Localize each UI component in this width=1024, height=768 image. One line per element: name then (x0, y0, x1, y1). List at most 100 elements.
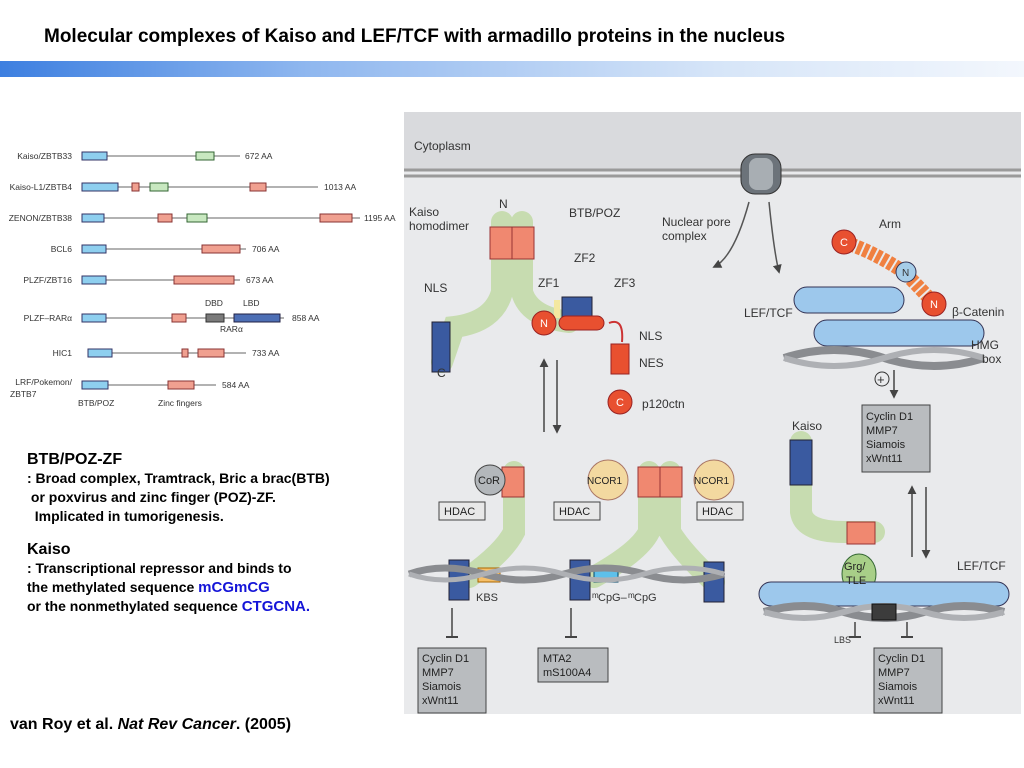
svg-text:C: C (616, 397, 624, 409)
svg-text:m: m (592, 591, 599, 600)
svg-text:N: N (902, 268, 909, 279)
domain-row-zenon: ZENON/ZBTB38 1195 AA (9, 213, 396, 223)
svg-text:Siamois: Siamois (866, 439, 906, 451)
svg-text:N: N (540, 318, 548, 330)
cytoplasm-region (404, 112, 1021, 170)
svg-text:C: C (840, 237, 848, 249)
citation: van Roy et al. Nat Rev Cancer. (2005) (10, 716, 292, 733)
svg-text:733 AA: 733 AA (252, 348, 280, 358)
svg-text:LRF/Pokemon/: LRF/Pokemon/ (15, 377, 72, 387)
svg-text:Siamois: Siamois (422, 681, 462, 693)
domain-row-plzf: PLZF/ZBT16 673 AA (23, 275, 273, 285)
svg-text:box: box (982, 352, 1001, 366)
svg-text:Kaiso-L1/ZBTB4: Kaiso-L1/ZBTB4 (10, 182, 73, 192)
beta-catenin-complex: C N N (782, 229, 986, 370)
svg-text:ZBTB7: ZBTB7 (10, 389, 37, 399)
kaiso-line-1: : Transcriptional repressor and binds to (27, 560, 292, 576)
svg-text:MTA2: MTA2 (543, 653, 572, 665)
svg-text:mS100A4: mS100A4 (543, 667, 591, 679)
svg-text:NLS: NLS (424, 281, 447, 295)
protein-length: 672 AA (245, 151, 273, 161)
svg-text:ZENON/ZBTB38: ZENON/ZBTB38 (9, 213, 73, 223)
svg-text:CpG: CpG (634, 592, 657, 604)
svg-text:NCOR1: NCOR1 (587, 476, 622, 487)
svg-text:PLZF–RARα: PLZF–RARα (24, 313, 72, 323)
svg-text:ZF3: ZF3 (614, 276, 636, 290)
svg-text:MMP7: MMP7 (878, 667, 910, 679)
nonmethylated-sequence: CTGCNA. (241, 598, 311, 615)
mta-box: MTA2 mS100A4 (537, 647, 609, 683)
svg-text:CpG–: CpG– (598, 592, 628, 604)
kaiso-lef-tcf-complex (758, 431, 1010, 622)
svg-text:1013 AA: 1013 AA (324, 182, 356, 192)
nuclear-pore (740, 153, 782, 195)
domain-row-lrf: LRF/Pokemon/ ZBTB7 584 AA BTB/POZ Zinc f… (10, 377, 250, 408)
svg-text:HDAC: HDAC (702, 506, 733, 518)
protein-domain-panel: Kaiso/ZBTB33 672 AA Kaiso-L1/ZBTB4 1013 … (9, 151, 396, 408)
svg-text:673 AA: 673 AA (246, 275, 274, 285)
svg-text:homodimer: homodimer (409, 219, 469, 233)
domain-row-bcl6: BCL6 706 AA (51, 244, 280, 254)
svg-text:HMG: HMG (971, 338, 999, 352)
svg-text:ZF1: ZF1 (538, 276, 560, 290)
svg-text:Nuclear pore: Nuclear pore (662, 215, 731, 229)
svg-text:858 AA: 858 AA (292, 313, 320, 323)
svg-text:MMP7: MMP7 (422, 667, 454, 679)
svg-text:RARα: RARα (220, 324, 243, 334)
title-accent-bar (0, 61, 1024, 77)
svg-text:m: m (628, 591, 635, 600)
p120ctn: N C (531, 310, 633, 415)
cytoplasm-label: Cytoplasm (414, 139, 471, 153)
svg-text:N: N (499, 197, 508, 211)
svg-text:BCL6: BCL6 (51, 244, 73, 254)
kaiso-line-2: the methylated sequence (27, 579, 199, 595)
svg-text:Grg/: Grg/ (844, 561, 866, 573)
svg-text:xWnt11: xWnt11 (422, 695, 458, 707)
svg-text:TLE: TLE (846, 575, 866, 587)
svg-text:MMP7: MMP7 (866, 425, 898, 437)
svg-text:β-Catenin: β-Catenin (952, 305, 1004, 319)
svg-text:LBS: LBS (834, 635, 851, 645)
svg-text:Siamois: Siamois (878, 681, 918, 693)
svg-text:Kaiso: Kaiso (409, 205, 439, 219)
svg-text:LEF/TCF: LEF/TCF (744, 306, 793, 320)
svg-text:xWnt11: xWnt11 (866, 453, 902, 465)
svg-text:BTB/POZ: BTB/POZ (78, 398, 114, 408)
btb-line-3: Implicated in tumorigenesis. (27, 508, 224, 524)
target-genes-box-top: Cyclin D1 MMP7 Siamois xWnt11 (861, 404, 931, 473)
svg-text:Cyclin D1: Cyclin D1 (422, 653, 469, 665)
svg-text:LBD: LBD (243, 298, 260, 308)
svg-text:Zinc fingers: Zinc fingers (158, 398, 202, 408)
domain-row-hic1: HIC1 733 AA (53, 348, 280, 358)
kaiso-line-3: or the nonmethylated sequence (27, 598, 242, 614)
protein-name: Kaiso/ZBTB33 (17, 151, 72, 161)
svg-text:HIC1: HIC1 (53, 348, 73, 358)
svg-text:1195 AA: 1195 AA (364, 213, 396, 223)
target-genes-box-bottom-left: Cyclin D1 MMP7 Siamois xWnt11 (417, 647, 487, 714)
svg-text:706 AA: 706 AA (252, 244, 280, 254)
svg-text:HDAC: HDAC (444, 506, 475, 518)
svg-text:complex: complex (662, 229, 707, 243)
svg-text:584 AA: 584 AA (222, 380, 250, 390)
pathway-diagram: Cytoplasm Nuclear pore complex Kaiso hom… (404, 112, 1021, 714)
domain-row-plzf-rar: PLZF–RARα DBD LBD RARα 858 AA (24, 298, 320, 334)
svg-text:BTB/POZ: BTB/POZ (569, 206, 620, 220)
svg-text:DBD: DBD (205, 298, 223, 308)
svg-text:ZF2: ZF2 (574, 251, 596, 265)
svg-text:N: N (930, 299, 938, 311)
methylated-sequence: mCGmCG (198, 579, 270, 596)
slide-title: Molecular complexes of Kaiso and LEF/TCF… (44, 26, 786, 47)
btb-line-1: : Broad complex, Tramtrack, Bric a brac(… (27, 470, 330, 486)
svg-text:NCOR1: NCOR1 (694, 476, 729, 487)
svg-text:NES: NES (639, 356, 664, 370)
svg-text:NLS: NLS (639, 329, 662, 343)
svg-text:C: C (437, 366, 446, 380)
svg-text:CoR: CoR (478, 475, 500, 487)
kaiso-title: Kaiso (27, 541, 71, 558)
btb-line-2: or poxvirus and zinc finger (POZ)-ZF. (27, 489, 276, 505)
svg-text:Cyclin D1: Cyclin D1 (878, 653, 925, 665)
svg-text:Kaiso: Kaiso (792, 419, 822, 433)
svg-text:PLZF/ZBT16: PLZF/ZBT16 (23, 275, 72, 285)
domain-row-kaiso: Kaiso/ZBTB33 672 AA (17, 151, 273, 161)
btb-title: BTB/POZ-ZF (27, 451, 123, 468)
